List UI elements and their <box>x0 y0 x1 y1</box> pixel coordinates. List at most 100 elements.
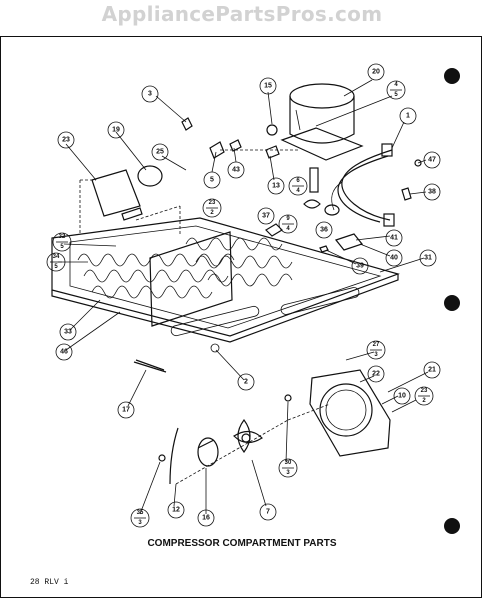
callout-1: 1 <box>399 107 417 125</box>
callout-1-label: 1 <box>406 113 410 120</box>
leader-lines <box>58 79 429 515</box>
callout-23-2-den: 2 <box>210 210 214 216</box>
callout-35-3-num: 35 <box>137 510 144 516</box>
callout-4-5-den: 5 <box>394 92 398 98</box>
callout-23-label: 23 <box>62 137 70 144</box>
callout-9-4: 94 <box>278 214 298 234</box>
base-pan-drawing <box>51 217 400 353</box>
callout-47-label: 47 <box>428 157 436 164</box>
callout-3-label: 3 <box>148 91 152 98</box>
compressor-drawing <box>280 83 364 161</box>
callout-37-label: 37 <box>262 213 270 220</box>
binder-hole-top <box>444 68 460 84</box>
callout-2: 2 <box>237 373 255 391</box>
callout-38-label: 38 <box>428 189 436 196</box>
callout-4-5: 45 <box>386 80 406 100</box>
callout-21: 21 <box>423 361 441 379</box>
callout-36: 36 <box>315 221 333 239</box>
callout-15-label: 15 <box>264 83 272 90</box>
callout-10-label: 10 <box>398 393 406 400</box>
callout-13: 13 <box>267 177 285 195</box>
callout-9-4-num: 9 <box>286 216 290 222</box>
callout-32-5: 32 5 <box>52 232 72 252</box>
fan-motor-drawing <box>197 418 263 467</box>
callout-23-2-lower-den: 2 <box>422 398 426 404</box>
callout-31: 31 <box>419 249 437 267</box>
callout-6-4: 64 <box>288 176 308 196</box>
callout-43: 43 <box>227 161 245 179</box>
callout-33-label: 33 <box>64 329 72 336</box>
wire-harness-drawing <box>324 143 395 227</box>
callout-31-label: 31 <box>424 255 432 262</box>
callout-22: 22 <box>367 365 385 383</box>
callout-20-label: 20 <box>372 69 380 76</box>
callout-17-label: 17 <box>122 407 130 414</box>
diagram-frame <box>0 36 482 598</box>
small-parts-drawing <box>91 117 422 485</box>
callout-15: 15 <box>259 77 277 95</box>
callout-43-label: 43 <box>232 167 240 174</box>
callout-41: 41 <box>385 229 403 247</box>
callout-16-label: 16 <box>202 515 210 522</box>
callout-23-2-num: 23 <box>209 200 216 206</box>
callout-40: 40 <box>385 249 403 267</box>
binder-hole-middle <box>444 295 460 311</box>
callout-46: 46 <box>55 343 73 361</box>
fan-shroud-drawing <box>309 369 391 457</box>
callout-39: 39 <box>351 257 369 275</box>
callout-47: 47 <box>423 151 441 169</box>
callout-41-label: 41 <box>390 235 398 242</box>
callout-7: 7 <box>259 503 277 521</box>
callout-30-3-num: 30 <box>285 460 292 466</box>
callout-5-label: 5 <box>210 177 214 184</box>
callout-19-label: 19 <box>112 127 120 134</box>
callout-3: 3 <box>141 85 159 103</box>
callout-38: 38 <box>423 183 441 201</box>
callout-19: 19 <box>107 121 125 139</box>
callout-5: 5 <box>203 171 221 189</box>
callout-22-label: 22 <box>372 371 380 378</box>
callout-12-label: 12 <box>172 507 180 514</box>
callout-40-label: 40 <box>390 255 398 262</box>
callout-30-3: 30 3 <box>278 458 298 478</box>
callout-25-label: 25 <box>156 149 164 156</box>
callout-34-5: 34 5 <box>46 252 66 272</box>
callout-2-label: 2 <box>244 379 248 386</box>
callout-16: 16 <box>197 509 215 527</box>
callout-39-label: 39 <box>356 263 364 270</box>
callout-23-2-lower: 23 2 <box>414 386 434 406</box>
callout-35-3-den: 3 <box>138 520 142 526</box>
callout-7-label: 7 <box>266 509 270 516</box>
callout-12: 12 <box>167 501 185 519</box>
callout-32-5-den: 5 <box>60 244 64 250</box>
callout-32-5-num: 32 <box>59 234 66 240</box>
callout-27-3: 273 <box>366 340 386 360</box>
callout-13-label: 13 <box>272 183 280 190</box>
callout-21-label: 21 <box>428 367 436 374</box>
callout-37: 37 <box>257 207 275 225</box>
callout-33: 33 <box>59 323 77 341</box>
callout-20: 20 <box>367 63 385 81</box>
callout-35-3: 35 3 <box>130 508 150 528</box>
callout-34-5-den: 5 <box>54 264 58 270</box>
callout-6-4-den: 4 <box>296 188 300 194</box>
callout-36-label: 36 <box>320 227 328 234</box>
diagram-caption: COMPRESSOR COMPARTMENT PARTS <box>147 538 336 549</box>
callout-9-4-den: 4 <box>286 226 290 232</box>
corner-code: 28 RLV i <box>30 578 69 587</box>
callout-23: 23 <box>57 131 75 149</box>
binder-hole-bottom <box>444 518 460 534</box>
callout-17: 17 <box>117 401 135 419</box>
callout-25: 25 <box>151 143 169 161</box>
callout-10: 10 <box>393 387 411 405</box>
callout-23-2-lower-num: 23 <box>421 388 428 394</box>
callout-46-label: 46 <box>60 349 68 356</box>
callout-34-5-num: 34 <box>53 254 60 260</box>
callout-30-3-den: 3 <box>286 470 290 476</box>
callout-27-3-num: 27 <box>373 342 380 348</box>
callout-6-4-num: 6 <box>296 178 300 184</box>
callout-23-2: 23 2 <box>202 198 222 218</box>
callout-4-5-num: 4 <box>394 82 398 88</box>
